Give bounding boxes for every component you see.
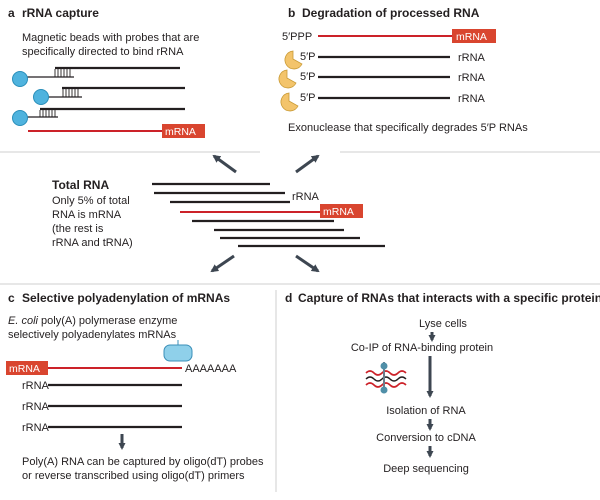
processed-rna-row-3: 5′P rRNA xyxy=(280,92,486,112)
magnetic-bead-probe-2 xyxy=(33,86,185,105)
panel-c: c Selective polyadenylation of mRNAs E. … xyxy=(6,291,264,482)
exonuclease-icon xyxy=(284,50,303,70)
rrna-label: rRNA xyxy=(22,422,50,434)
panel-d-letter: d xyxy=(285,291,292,305)
total-rna-center: Total RNA Only 5% of total RNA is mRNA (… xyxy=(52,154,385,273)
probe-hybridization-ticks xyxy=(39,110,56,117)
panel-d-title: Capture of RNAs that interacts with a sp… xyxy=(298,291,600,305)
panel-a-letter: a xyxy=(8,6,15,20)
rna-protein-complex-icon xyxy=(365,362,407,394)
ppp-label: 5′PPP xyxy=(282,31,312,43)
polya-tail: AAAAAAA xyxy=(185,363,237,375)
step-lyse-cells: Lyse cells xyxy=(419,318,467,330)
arrow-to-panel-c xyxy=(210,254,235,273)
enzyme-description-line2: selectively polyadenylates mRNAs xyxy=(8,329,177,341)
panel-b-title: Degradation of processed RNA xyxy=(302,6,480,20)
step-cdna: Conversion to cDNA xyxy=(376,432,476,444)
processed-rna-row-2: 5′P rRNA xyxy=(278,69,486,89)
panel-b: b Degradation of processed RNA 5′PPP mRN… xyxy=(278,6,528,134)
step-isolation: Isolation of RNA xyxy=(386,405,466,417)
arrow-to-panel-b xyxy=(295,154,320,174)
enzyme-species: E. coli xyxy=(8,315,39,327)
panel-b-caption: Exonuclease that specifically degrades 5… xyxy=(288,122,528,134)
mrna-tag xyxy=(6,361,48,375)
total-rna-line1: Only 5% of total xyxy=(52,195,130,207)
magnetic-bead-icon xyxy=(33,89,49,105)
mrna-tag xyxy=(452,29,496,43)
total-rna-line4: rRNA and tRNA) xyxy=(52,237,133,249)
rrna-label: rRNA xyxy=(458,52,486,64)
polymerase-enzyme-icon xyxy=(163,344,193,362)
mrna-tag-label: mRNA xyxy=(9,363,40,375)
total-rna-title: Total RNA xyxy=(52,178,109,192)
panel-a-caption-line1: Magnetic beads with probes that are xyxy=(22,32,199,44)
magnetic-bead-icon xyxy=(12,110,28,126)
probe-hybridization-ticks xyxy=(54,69,71,77)
panel-a: a rRNA capture Magnetic beads with probe… xyxy=(8,6,205,138)
center-rrna-label: rRNA xyxy=(292,191,320,203)
rrna-label: rRNA xyxy=(458,72,486,84)
processed-rna-row-1: 5′P rRNA xyxy=(284,50,486,70)
magnetic-bead-icon xyxy=(12,71,28,87)
enzyme-description-line1: E. coli poly(A) polymerase enzyme xyxy=(8,315,177,327)
mrna-tag xyxy=(162,124,205,138)
probe-hybridization-ticks xyxy=(62,89,79,97)
rrna-label: rRNA xyxy=(22,380,50,392)
total-rna-line3: (the rest is xyxy=(52,223,104,235)
mrna-tag-label: mRNA xyxy=(456,31,487,43)
mrna-tag-label: mRNA xyxy=(165,126,196,138)
magnetic-bead-probe-1 xyxy=(12,66,180,87)
exonuclease-icon xyxy=(280,92,299,112)
step-co-ip: Co-IP of RNA-binding protein xyxy=(351,342,493,354)
mrna-tag-label: mRNA xyxy=(323,206,354,218)
enzyme-name: poly(A) polymerase enzyme xyxy=(38,315,177,327)
rrna-label: rRNA xyxy=(458,93,486,105)
p-label: 5′P xyxy=(300,92,316,104)
mrna-tag xyxy=(320,204,363,218)
panel-c-caption-line2: or reverse transcribed using oligo(dT) p… xyxy=(22,470,245,482)
panel-c-letter: c xyxy=(8,291,15,305)
p-label: 5′P xyxy=(300,51,316,63)
panel-d: d Capture of RNAs that interacts with a … xyxy=(285,291,600,475)
step-sequencing: Deep sequencing xyxy=(383,463,469,475)
panel-a-caption-line2: specifically directed to bind rRNA xyxy=(22,46,184,58)
panel-c-title: Selective polyadenylation of mRNAs xyxy=(22,291,230,305)
rrna-label: rRNA xyxy=(22,401,50,413)
arrow-to-panel-a xyxy=(212,154,237,174)
exonuclease-icon xyxy=(278,69,297,89)
panel-b-letter: b xyxy=(288,6,295,20)
total-rna-line2: RNA is mRNA xyxy=(52,209,122,221)
panel-c-caption-line1: Poly(A) RNA can be captured by oligo(dT)… xyxy=(22,456,264,468)
arrow-to-panel-d xyxy=(295,254,320,273)
magnetic-bead-probe-3 xyxy=(12,107,185,126)
panel-a-title: rRNA capture xyxy=(22,6,99,20)
p-label: 5′P xyxy=(300,71,316,83)
